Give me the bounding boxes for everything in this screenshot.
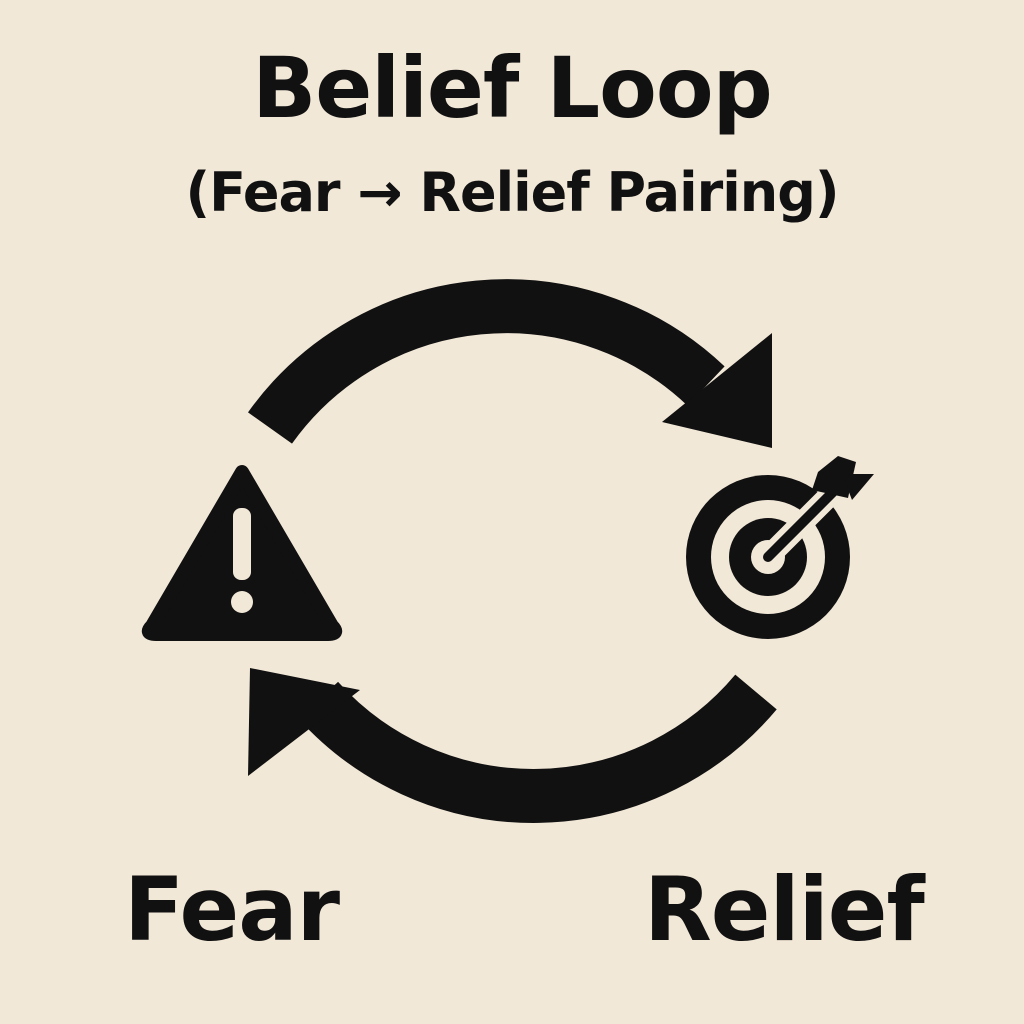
diagram-title: Belief Loop [252,39,772,137]
arrow-fear-to-relief [248,279,772,448]
node-label-relief: Relief [644,858,925,961]
target-arrow-icon [686,456,874,639]
diagram-subtitle: (Fear → Relief Pairing) [185,161,839,224]
node-label-fear: Fear [124,858,340,961]
warning-triangle-icon [141,465,343,641]
arrow-relief-to-fear [248,668,777,823]
